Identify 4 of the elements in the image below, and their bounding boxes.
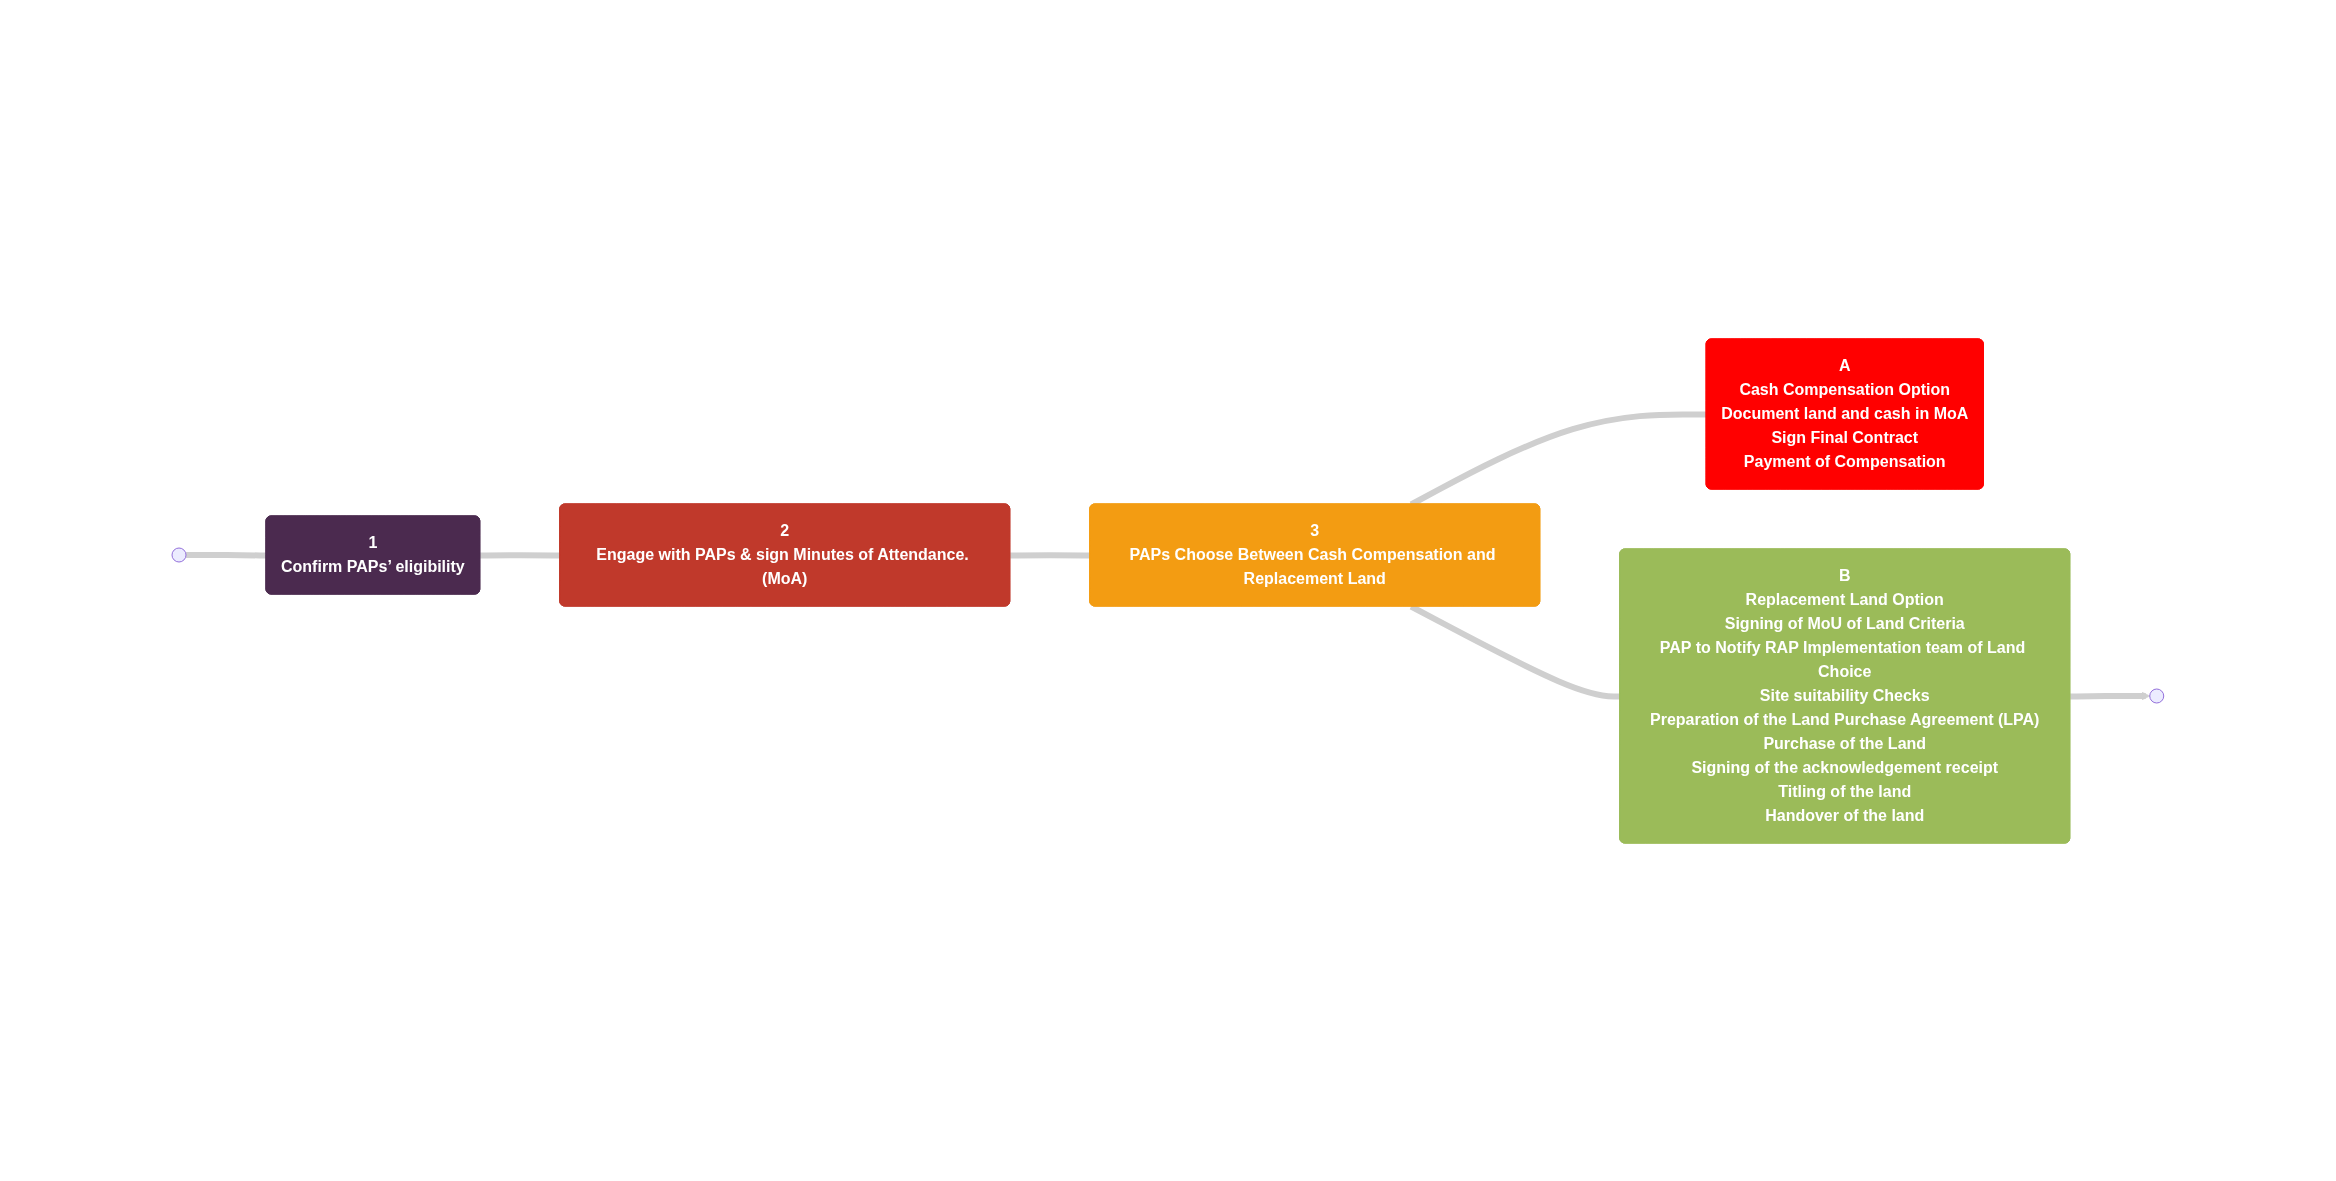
- connector: [480, 551, 561, 558]
- arrow: [2070, 691, 2151, 700]
- connector: [186, 551, 267, 558]
- connector: [1010, 551, 1091, 558]
